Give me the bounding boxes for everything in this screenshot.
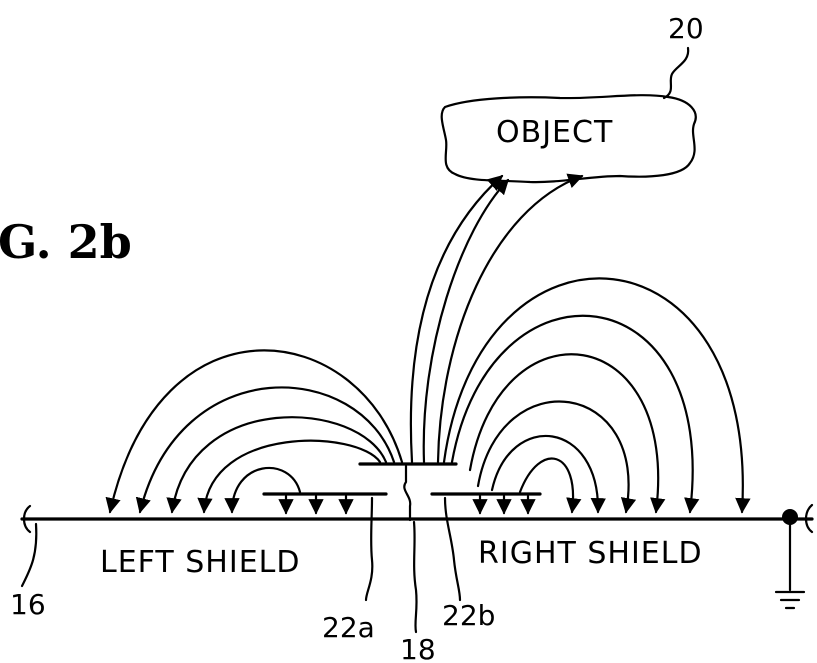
field-line-right-2 [450,314,700,514]
field-line-left-2 [135,386,396,514]
field-line-right-3 [468,353,666,514]
field-line-right-6 [518,457,582,514]
field-line-right-1 [442,277,751,514]
field-line-left-4 [197,439,382,514]
ref-22a: 22a [322,611,375,644]
field-line-left-3 [166,416,388,514]
leader-18 [412,520,418,634]
object-label: OBJECT [496,115,613,150]
center-electrode-stem [403,464,412,522]
leader-16 [20,522,38,588]
leader-22b [443,496,462,602]
field-line-left-5 [224,467,302,514]
field-line-right-5 [490,434,606,514]
field-line-object-3 [436,173,584,464]
field-line-right-4 [476,400,637,514]
ref-20: 20 [668,12,704,45]
figure-title: G. 2b [0,215,132,269]
field-line-left-1 [105,349,404,514]
ref-16: 16 [10,588,46,621]
right-shield-label: RIGHT SHIELD [478,536,703,571]
leader-22a [364,496,374,602]
object-shape [440,94,697,184]
right-line-break [804,503,814,534]
field-line-object-1 [409,174,504,464]
left-shield-label: LEFT SHIELD [100,545,300,580]
ref-22b: 22b [442,599,495,632]
ref-18: 18 [400,633,436,663]
left-line-break [22,504,32,534]
leader-20 [662,46,690,100]
field-line-object-2 [422,178,510,464]
